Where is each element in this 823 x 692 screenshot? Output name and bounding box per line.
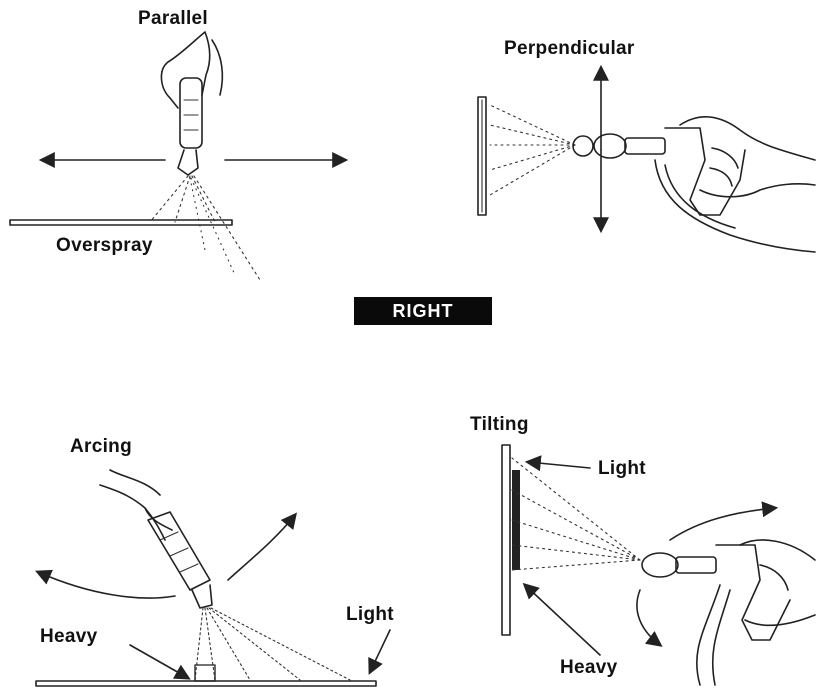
- tilting-illustration: [502, 445, 815, 685]
- right-badge: RIGHT: [354, 297, 492, 325]
- overspray-label: Overspray: [56, 235, 153, 257]
- perpendicular-illustration: [478, 68, 815, 252]
- arcing-light-label: Light: [346, 604, 394, 626]
- tilting-title: Tilting: [470, 414, 529, 436]
- arcing-illustration: [36, 470, 390, 686]
- perpendicular-title: Perpendicular: [504, 38, 635, 60]
- tilting-light-label: Light: [598, 458, 646, 480]
- parallel-title: Parallel: [138, 8, 208, 30]
- tilting-heavy-label: Heavy: [560, 657, 618, 679]
- arcing-heavy-label: Heavy: [40, 626, 98, 648]
- arcing-title: Arcing: [70, 436, 132, 458]
